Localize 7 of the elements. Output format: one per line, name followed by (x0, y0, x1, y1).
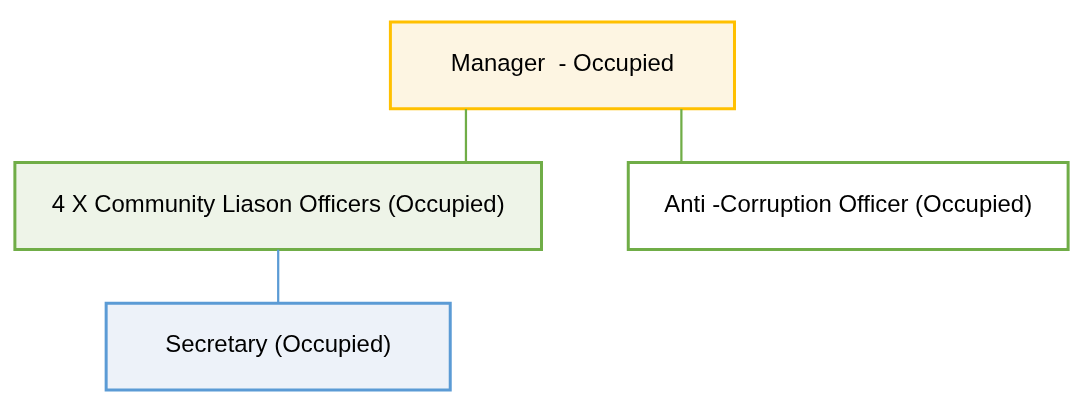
connector (277, 249, 280, 303)
node-box: 4 X Community Liason Officers (Occupied) (13, 160, 543, 251)
connector (680, 108, 683, 162)
connector (464, 108, 468, 162)
node-box: Secretary (Occupied) (104, 301, 452, 391)
node-box: Anti -Corruption Officer (Occupied) (626, 160, 1070, 251)
node-box: Manager - Occupied (388, 20, 736, 110)
